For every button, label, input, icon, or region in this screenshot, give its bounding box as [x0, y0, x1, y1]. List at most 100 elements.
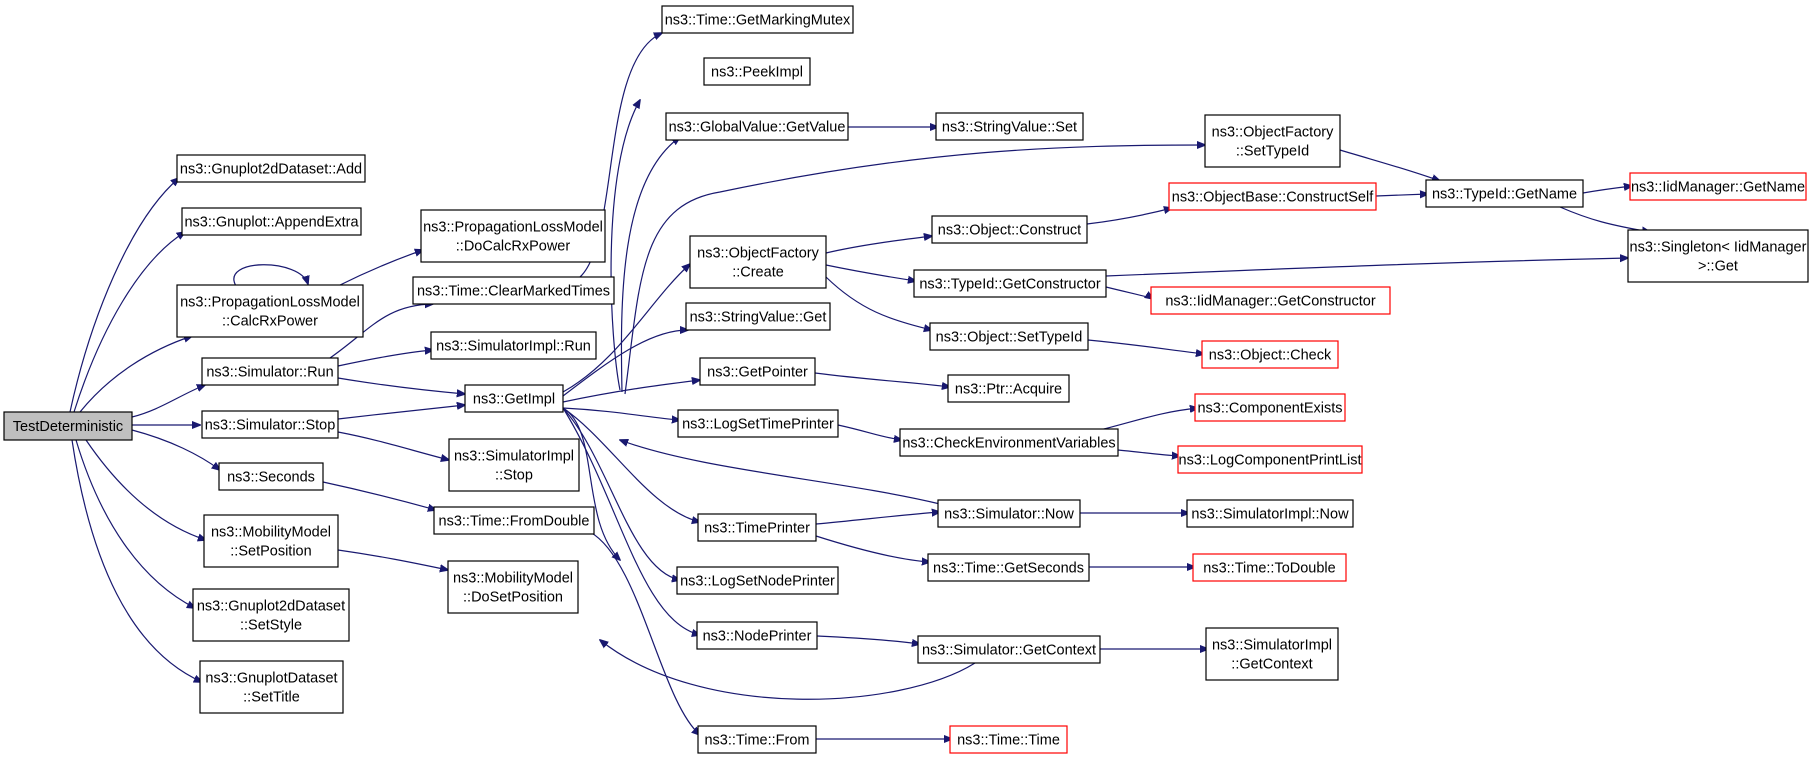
edge-testdet-to-seconds [131, 429, 220, 470]
node-checkenv[interactable]: ns3::CheckEnvironmentVariables [899, 428, 1119, 457]
node-box [447, 560, 579, 614]
node-box [192, 588, 350, 642]
node-plm_calc[interactable]: ns3::PropagationLossModel::CalcRxPower [176, 284, 364, 338]
node-label: ns3::Time::ClearMarkedTimes [417, 284, 610, 300]
node-of_create[interactable]: ns3::ObjectFactory::Create [689, 235, 827, 289]
node-label: ::GetContext [1231, 657, 1312, 673]
node-g2d_add[interactable]: ns3::Gnuplot2dDataset::Add [176, 154, 366, 183]
edge-getimpl-to-gv_getvalue [620, 137, 680, 393]
node-timeprinter[interactable]: ns3::TimePrinter [697, 513, 817, 542]
node-time_clear[interactable]: ns3::Time::ClearMarkedTimes [412, 276, 615, 305]
node-time_getsec[interactable]: ns3::Time::GetSeconds [927, 553, 1090, 582]
node-gp_append[interactable]: ns3::Gnuplot::AppendExtra [181, 207, 362, 236]
node-label: ns3::Time::FromDouble [439, 514, 590, 530]
node-simimpl_stop[interactable]: ns3::SimulatorImpl::Stop [448, 438, 580, 492]
node-obj_settid[interactable]: ns3::Object::SetTypeId [929, 322, 1089, 351]
edge-testdet-to-plm_calc [79, 336, 192, 413]
edge-testdet-to-gpd_settitle [71, 439, 202, 682]
edge-of_settid-to-tid_getname [1339, 149, 1440, 181]
node-label: ns3::TypeId::GetConstructor [919, 277, 1101, 293]
node-sv_get[interactable]: ns3::StringValue::Get [685, 302, 831, 331]
node-ob_constructself[interactable]: ns3::ObjectBase::ConstructSelf [1168, 182, 1377, 211]
node-iid_getname[interactable]: ns3::IidManager::GetName [1629, 172, 1807, 201]
node-sim_run[interactable]: ns3::Simulator::Run [201, 357, 339, 386]
edge-timeprinter-to-time_getsec [815, 535, 930, 562]
node-box [685, 302, 831, 331]
node-iid_getctor[interactable]: ns3::IidManager::GetConstructor [1150, 286, 1391, 315]
node-logcompprint[interactable]: ns3::LogComponentPrintList [1177, 445, 1363, 474]
node-label: ns3::Time::From [704, 733, 809, 749]
node-tid_getctor[interactable]: ns3::TypeId::GetConstructor [913, 269, 1107, 298]
node-simimpl_getctx[interactable]: ns3::SimulatorImpl::GetContext [1205, 627, 1339, 681]
node-of_settid[interactable]: ns3::ObjectFactory::SetTypeId [1204, 114, 1341, 168]
node-time_todouble[interactable]: ns3::Time::ToDouble [1192, 553, 1347, 582]
node-mm_setpos[interactable]: ns3::MobilityModel::SetPosition [203, 514, 339, 568]
node-simimpl_now[interactable]: ns3::SimulatorImpl::Now [1186, 499, 1354, 528]
node-box [1150, 286, 1391, 315]
node-label: ::SetTitle [243, 690, 300, 706]
edge-testdet-to-mm_setpos [85, 439, 206, 540]
node-label: ns3::SimulatorImpl::Run [436, 339, 591, 355]
node-logsetnode[interactable]: ns3::LogSetNodePrinter [676, 566, 839, 595]
node-time_fromdouble[interactable]: ns3::Time::FromDouble [433, 506, 595, 535]
node-label: ns3::Object::SetTypeId [936, 330, 1083, 346]
node-peekimpl[interactable]: ns3::PeekImpl [703, 57, 811, 86]
node-simimpl_run[interactable]: ns3::SimulatorImpl::Run [430, 331, 597, 360]
node-label: ns3::Gnuplot2dDataset::Add [180, 162, 362, 178]
edge-obj_settid-to-obj_check [1087, 339, 1204, 354]
node-testdet[interactable]: TestDeterministic [3, 411, 133, 441]
node-singleton_get[interactable]: ns3::Singleton< IidManager>::Get [1627, 229, 1809, 283]
node-box [1192, 553, 1347, 582]
node-box [1204, 114, 1341, 168]
node-box [937, 499, 1081, 528]
node-label: ns3::MobilityModel [211, 525, 331, 541]
node-gpd_settitle[interactable]: ns3::GnuplotDataset::SetTitle [199, 660, 344, 714]
node-mm_dosetpos[interactable]: ns3::MobilityModel::DoSetPosition [447, 560, 579, 614]
edge-getimpl-to-time_from [562, 407, 620, 560]
node-label: TestDeterministic [13, 419, 123, 435]
edge-testdet-to-gp_append [73, 232, 185, 413]
node-obj_construct[interactable]: ns3::Object::Construct [931, 215, 1088, 244]
edge-tid_getname-to-iid_getname [1582, 186, 1632, 194]
node-box [949, 725, 1068, 754]
node-label: ns3::Ptr::Acquire [955, 382, 1062, 398]
edge-sim_getctx-to-getimpl [600, 640, 976, 700]
node-seconds[interactable]: ns3::Seconds [218, 462, 324, 491]
node-label: ns3::Object::Check [1209, 348, 1332, 364]
node-label: ns3::LogComponentPrintList [1179, 453, 1362, 469]
node-time_from[interactable]: ns3::Time::From [697, 725, 817, 754]
node-tid_getname[interactable]: ns3::TypeId::GetName [1425, 179, 1584, 208]
edge-getimpl-to-timeprinter [562, 407, 700, 522]
node-sim_stop[interactable]: ns3::Simulator::Stop [201, 410, 339, 439]
node-nodeprinter[interactable]: ns3::NodePrinter [696, 621, 818, 650]
node-label: ns3::Time::GetMarkingMutex [665, 13, 851, 29]
edge-getimpl-to-logsetnode [562, 407, 680, 580]
node-time_time[interactable]: ns3::Time::Time [949, 725, 1068, 754]
edge-checkenv-to-logcompprint [1117, 449, 1180, 456]
edge-obj_construct-to-ob_constructself [1086, 208, 1172, 225]
node-label: ns3::Time::ToDouble [1203, 561, 1335, 577]
node-plm_docalc[interactable]: ns3::PropagationLossModel::DoCalcRxPower [420, 209, 606, 263]
node-getpointer[interactable]: ns3::GetPointer [699, 357, 816, 386]
node-ptr_acquire[interactable]: ns3::Ptr::Acquire [947, 374, 1070, 403]
edge-sim_stop-to-getimpl [337, 405, 465, 420]
node-label: ns3::PropagationLossModel [423, 220, 603, 236]
node-box [176, 154, 366, 183]
node-box [201, 357, 339, 386]
node-logsettime[interactable]: ns3::LogSetTimePrinter [677, 409, 839, 438]
node-label: ns3::ObjectBase::ConstructSelf [1172, 190, 1374, 206]
node-label: ns3::TimePrinter [704, 521, 810, 537]
node-getimpl[interactable]: ns3::GetImpl [464, 384, 564, 413]
edge-getpointer-to-ptr_acquire [814, 372, 950, 387]
edge-ob_constructself-to-tid_getname [1375, 194, 1428, 196]
node-sv_set[interactable]: ns3::StringValue::Set [935, 112, 1084, 141]
node-gv_getvalue[interactable]: ns3::GlobalValue::GetValue [665, 112, 849, 141]
node-obj_check[interactable]: ns3::Object::Check [1201, 340, 1339, 369]
node-sim_getctx[interactable]: ns3::Simulator::GetContext [917, 635, 1101, 664]
node-sim_now[interactable]: ns3::Simulator::Now [937, 499, 1081, 528]
node-compexists[interactable]: ns3::ComponentExists [1194, 393, 1346, 422]
node-box [448, 438, 580, 492]
node-g2d_setstyle[interactable]: ns3::Gnuplot2dDataset::SetStyle [192, 588, 350, 642]
node-time_mutex[interactable]: ns3::Time::GetMarkingMutex [661, 5, 854, 34]
edge-of_create-to-obj_settid [825, 276, 932, 330]
